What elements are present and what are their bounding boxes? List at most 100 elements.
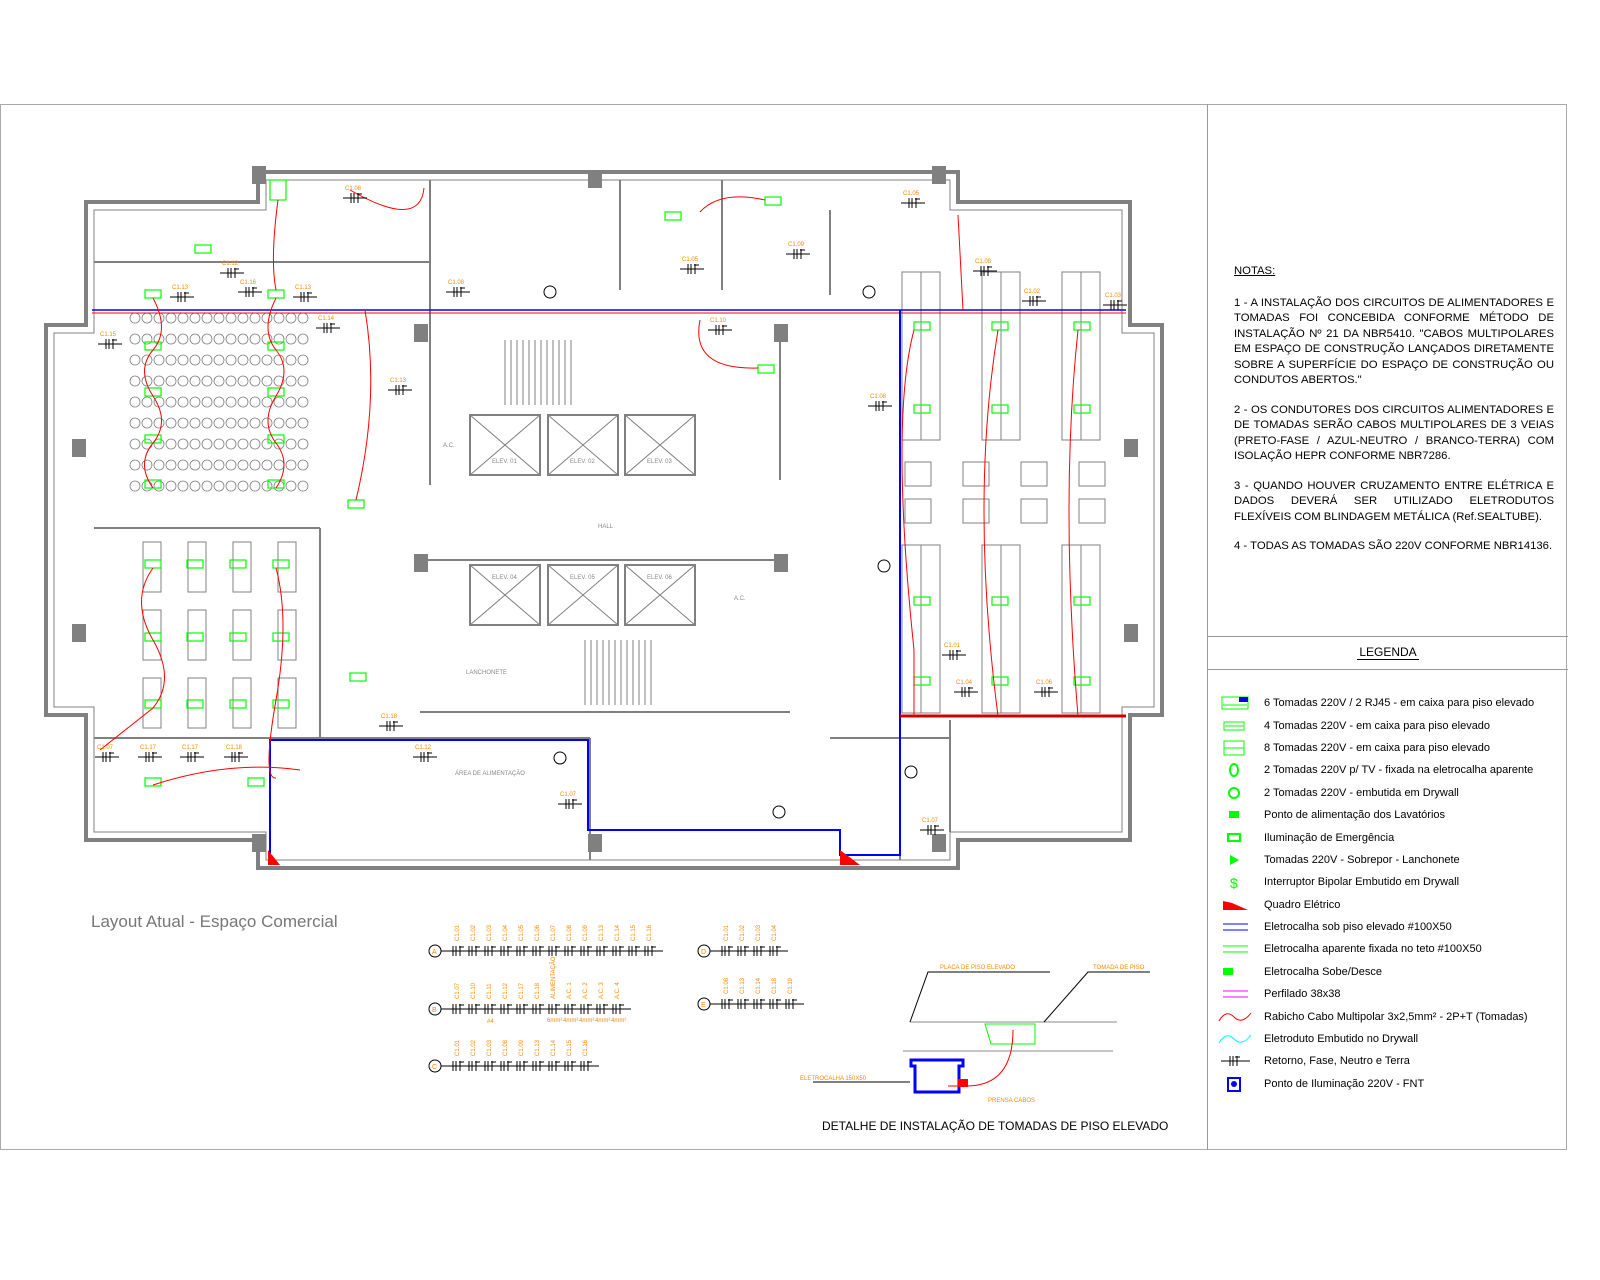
schedule-circuit-label: A.C. 4 [615, 982, 621, 999]
elevator: ELEV. 04 [469, 564, 541, 626]
outlet-cable [699, 196, 766, 213]
wiring-symbol [138, 752, 162, 762]
marker-circle [553, 751, 567, 765]
floor-outlet-box [347, 499, 365, 509]
wiring-symbol [786, 249, 810, 259]
circuit-tag: C1.13 [388, 378, 412, 395]
wiring-symbol [769, 999, 781, 1009]
floor-outlet-box [1073, 321, 1091, 331]
detail-label: ELETROCALHA 150X50 [800, 1076, 867, 1082]
legend-item-label: Eletroduto Embutido no Drywall [1264, 1033, 1419, 1046]
electrical-panel [840, 850, 860, 865]
floor-box-6-rj45-icon [1221, 696, 1249, 710]
schedule-circuit-label: C1.07 [551, 924, 557, 941]
schedule-circuit-label: C1.02 [471, 1039, 477, 1056]
schedule-circuit-label: C1.19 [788, 977, 794, 994]
seat [261, 396, 273, 408]
marker-circle [877, 559, 891, 573]
tray-riser-icon [1223, 967, 1233, 975]
schedule-circuit-label: C1.14 [756, 977, 762, 994]
seat [213, 480, 225, 492]
legend-item-label: Rabicho Cabo Multipolar 3x2,5mm² - 2P+T … [1264, 1010, 1528, 1023]
seat [189, 312, 201, 324]
floor-outlet-box [186, 699, 204, 709]
schedule-circuit-label: C1.17 [519, 982, 525, 999]
schedule-tag: D [701, 949, 706, 956]
table [962, 498, 990, 524]
desk [232, 609, 252, 661]
seat [285, 396, 297, 408]
detail-label: PRENSA CABOS [988, 1098, 1035, 1104]
wiring-symbol [644, 946, 656, 956]
seat [165, 312, 177, 324]
wiring-symbol [580, 1004, 592, 1014]
floor-outlet-box [1073, 676, 1091, 686]
wiring-symbol [343, 193, 367, 203]
seat [177, 333, 189, 345]
wiring-symbol [388, 385, 412, 395]
floor-outlet-box [1073, 596, 1091, 606]
seat [177, 354, 189, 366]
seat [165, 333, 177, 345]
schedule-circuit-label: C1.09 [583, 924, 589, 941]
circuit-label: C1.08 [448, 280, 465, 286]
floor-outlet-box [144, 387, 162, 397]
circuit-tag: C1.08 [446, 280, 470, 297]
table [962, 461, 990, 487]
circuit-tag: C1.08 [868, 394, 892, 411]
outlet-cable [272, 199, 279, 291]
wiring-symbol [680, 264, 704, 274]
circuit-tag: C1.13 [170, 285, 194, 302]
circuit-tag: C1.14 [316, 316, 340, 333]
seat [237, 438, 249, 450]
wiring-symbol [920, 825, 944, 835]
legend-item: Perfilado 38x38 [1218, 983, 1568, 1005]
seat [177, 480, 189, 492]
schedule-circuit-label: C1.08 [567, 924, 573, 941]
seat [237, 480, 249, 492]
washbasin-power-icon [1229, 811, 1239, 819]
elevator-cross [624, 564, 696, 626]
desk [142, 541, 162, 593]
schedule-tag: B [432, 1007, 437, 1014]
schedule-circuit-label: C1.03 [487, 1039, 493, 1056]
wiring-symbol [516, 1004, 528, 1014]
seat [273, 459, 285, 471]
floor-outlet-box [764, 196, 782, 206]
floor-outlet-box [272, 699, 290, 709]
floor-outlet-box [991, 404, 1009, 414]
wiring-icon [1221, 1056, 1250, 1067]
seat [153, 480, 165, 492]
elevator-car [547, 564, 619, 626]
table [1078, 461, 1106, 487]
seat [285, 375, 297, 387]
schedule-circuit-label: C1.03 [487, 924, 493, 941]
circuit-tag: C1.03 [1103, 293, 1127, 310]
seat [225, 375, 237, 387]
outlet-cable [901, 329, 915, 716]
wiring-symbol [580, 946, 592, 956]
note-1: 1 - A INSTALAÇÃO DOS CIRCUITOS DE ALIMEN… [1234, 296, 1554, 387]
structural-column [774, 554, 788, 572]
floor-outlet-box [144, 289, 162, 299]
detail-label: PLACA DE PISO ELEVADO [940, 965, 1015, 971]
floor-box-8-icon [1223, 740, 1245, 756]
structural-column [932, 166, 946, 184]
floor-outlet-box [186, 632, 204, 642]
wiring-symbol [737, 999, 749, 1009]
wiring-symbol [220, 268, 244, 278]
seat [249, 438, 261, 450]
schedule-circuit-label: ALIMENTAÇÃO [550, 956, 557, 999]
legend-item: Tomadas 220V - Sobrepor - Lanchonete [1218, 849, 1568, 871]
seat [201, 333, 213, 345]
blue-tray-icon [1223, 923, 1248, 931]
schedule-note: #4 [487, 1019, 494, 1025]
desk [277, 677, 297, 729]
circuit-label: C1.04 [956, 680, 973, 686]
legend-item: Retorno, Fase, Neutro e Terra [1218, 1050, 1568, 1072]
wiring-symbol [612, 946, 624, 956]
room-label: A.C. [443, 443, 455, 449]
elevator-cross [469, 414, 541, 476]
seat [153, 354, 165, 366]
wiring-symbol [516, 946, 528, 956]
